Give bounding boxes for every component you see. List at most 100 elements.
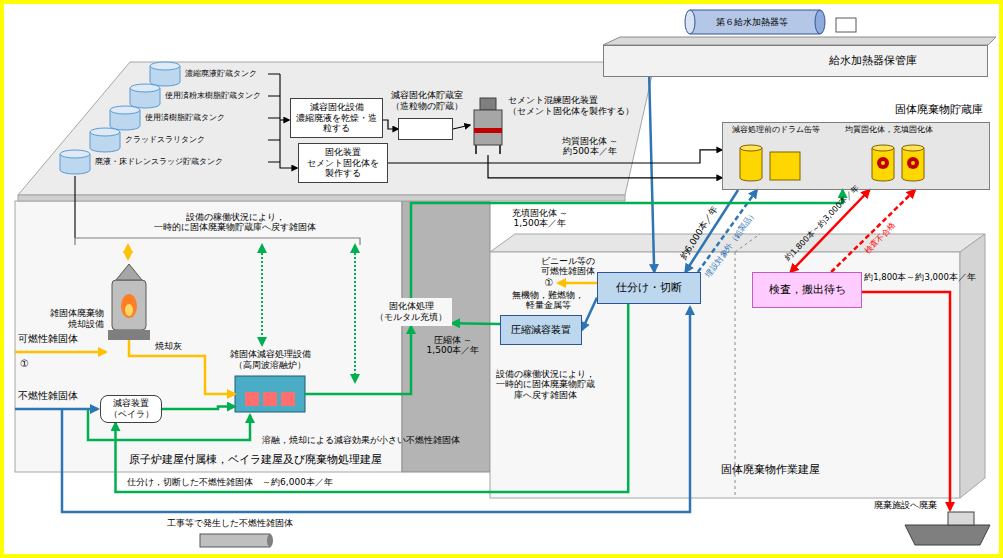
process-box: 減容固化設備濃縮廃液を乾燥・造粒する — [290, 98, 383, 138]
callout-number: ① — [545, 277, 554, 289]
process-box: 検査，搬出待ち — [752, 272, 862, 308]
bracket — [75, 238, 360, 245]
flow-arrow — [488, 155, 722, 178]
heater-pipe-end — [815, 10, 825, 34]
flame — [121, 294, 137, 318]
edge-label: 無機物，難燃物，軽量金属等 — [511, 290, 585, 311]
combustible-arrow — [558, 282, 597, 285]
flow-label: ビニール等の 可燃性雑固体 — [539, 256, 597, 277]
flow-arrow — [305, 326, 411, 394]
furnace-window — [263, 392, 277, 406]
dotted-arrow — [261, 245, 263, 345]
incinerator-unit: 雑固体廃棄物 焼却設備 — [108, 262, 150, 340]
mixer-body — [474, 110, 502, 145]
drums — [740, 145, 924, 181]
melting-furnace — [235, 376, 305, 412]
flame — [125, 304, 133, 316]
flow-arrow — [649, 77, 654, 272]
drum-label: 均質固化体，充填固化体 — [845, 125, 933, 134]
small-box — [836, 18, 856, 32]
building-roof — [603, 37, 996, 45]
note: 設備の稼働状況により， 一時的に固体廃棄物貯蔵庫へ戻す雑固体 — [495, 369, 595, 400]
node-title: 固化体処理 （モルタル充填） — [374, 301, 448, 323]
node-title: 固体廃棄物貯蔵庫 — [873, 103, 983, 116]
input-label: 不燃性雑固体 — [18, 390, 78, 402]
drum-top — [902, 145, 924, 151]
ship-hull — [905, 525, 990, 545]
mixer-motor — [480, 98, 496, 110]
node-title: 減容装置 （ベイラ） — [105, 398, 157, 420]
flow-label: 工事等で発生した不燃性雑固体 — [167, 518, 293, 528]
cement-mixer — [474, 98, 502, 154]
furnace-unit: 雑固体減容処理設備 （高周波溶融炉） — [235, 376, 305, 412]
building-slab — [18, 62, 655, 195]
building-name: 原子炉建屋付属棟，ベイラ建屋及び廃棄物処理建屋 — [129, 454, 382, 467]
edge-label: 均質固化体 ～約500本／年 — [557, 136, 623, 157]
flow-arrow — [162, 407, 235, 409]
node-title: 雑固体減容処理設備 （高周波溶融炉） — [220, 349, 320, 371]
construction-waste-arrow — [62, 307, 690, 512]
incinerator-body — [112, 280, 146, 330]
tank-line — [268, 74, 280, 162]
drum-label: 減容処理前のドラム缶等 — [732, 125, 820, 134]
flow-arrow — [453, 125, 470, 129]
tank-line — [74, 176, 75, 238]
furnace-window — [281, 392, 295, 406]
storage-room: 減容固化体貯蔵室 （造粒物の貯蔵） — [398, 118, 453, 140]
radiation-mark — [911, 161, 915, 165]
tank-label: 使用済樹脂貯蔵タンク — [145, 113, 225, 122]
tank-top — [90, 128, 120, 136]
room-divider — [735, 252, 736, 498]
tank-label: 使用済粉末樹脂貯蔵タンク — [165, 91, 261, 100]
incinerator-top — [116, 264, 142, 280]
process-box: 仕分け・切断 — [597, 272, 701, 304]
tank-line — [280, 119, 289, 120]
tank-line — [280, 162, 297, 168]
furnace-window — [245, 392, 259, 406]
drum — [740, 148, 762, 181]
process-box: 減容装置 （ベイラ） — [100, 395, 162, 423]
radiation-mark — [881, 161, 885, 165]
radiation-mark — [877, 157, 889, 169]
heater-pipe-end — [685, 10, 695, 34]
drum-top — [740, 145, 762, 151]
storage-face — [722, 122, 990, 190]
input-arrow — [15, 408, 98, 411]
node-title: 減容固化設備 — [310, 102, 364, 113]
node-title: セメント混練固化装置 （セメント固化体を製作する） — [508, 95, 638, 117]
flow-arrow — [388, 150, 722, 163]
process-box: 固化装置セメント固化体を製作する — [298, 143, 388, 183]
tank-label: 濃縮廃液貯蔵タンク — [185, 69, 257, 78]
ship — [905, 512, 990, 545]
building-lower — [15, 201, 402, 472]
pipe — [200, 534, 270, 547]
input-label: 可燃性雑固体 — [18, 333, 78, 345]
drum-top — [872, 145, 894, 151]
node-title: 給水加熱器保管庫 — [829, 54, 917, 67]
node-title: 仕分け・切断 — [616, 281, 682, 294]
building-name: 固体廃棄物作業建屋 — [721, 464, 820, 477]
process-label: 固化体処理 （モルタル充填） — [370, 298, 452, 326]
flow-arrow — [582, 298, 597, 330]
building-front — [490, 252, 960, 498]
flow-arrow — [129, 340, 235, 394]
storage-building: 給水加熱器保管庫 — [603, 45, 988, 77]
tank-top — [60, 150, 90, 158]
note: 設備の稼働状況により， 一時的に固体廃棄物貯蔵庫へ戻す雑固体 — [153, 212, 318, 233]
tank-label: 廃液・床ドレンスラッジ貯蔵タンク — [95, 157, 223, 166]
drum — [902, 148, 924, 181]
input-arrow — [15, 351, 106, 354]
node-title: 減容固化体貯蔵室 （造粒物の貯蔵） — [385, 90, 469, 112]
pipe-end — [267, 534, 273, 547]
edge-label: 充填固化体 ～1,500本／年 — [507, 208, 573, 229]
tank-label: クラッドスラリタンク — [125, 135, 205, 144]
incinerator-base — [108, 330, 150, 340]
mixer-leg — [476, 145, 500, 154]
flow-label: 廃棄施設へ廃棄 — [874, 500, 937, 510]
node-text: セメント固化体を製作する — [303, 158, 383, 180]
dotted-arrow — [354, 245, 356, 382]
node-title: 圧縮減容装置 — [511, 324, 571, 336]
process-box: 圧縮減容装置 — [500, 315, 582, 345]
